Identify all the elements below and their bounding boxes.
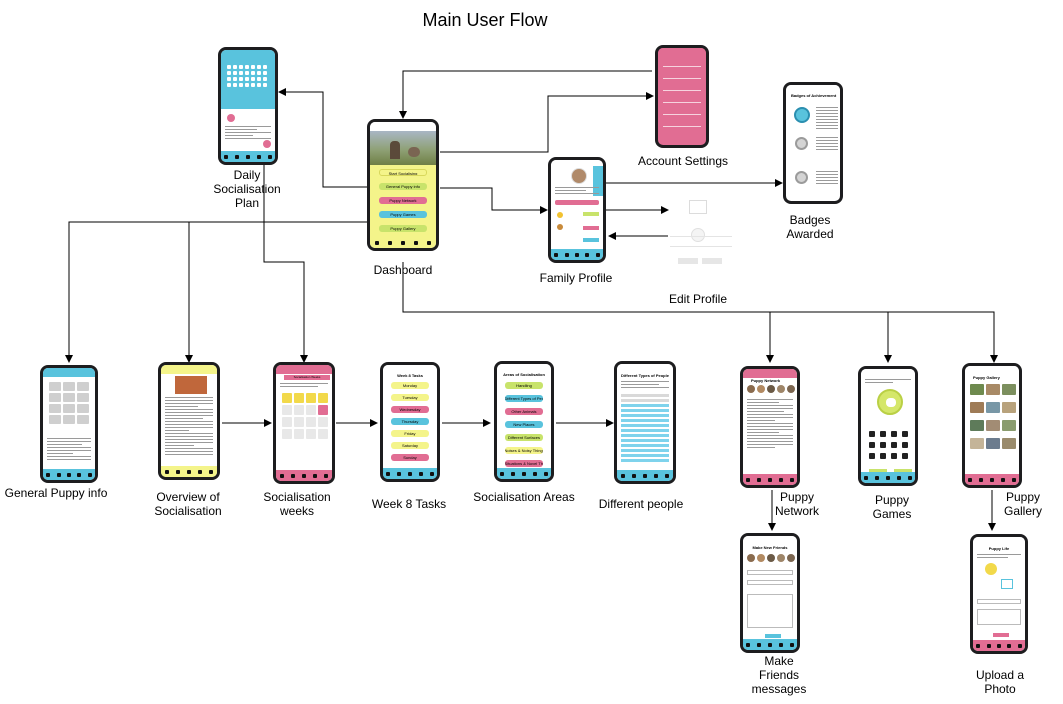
network-heading: Puppy Network (751, 378, 781, 383)
week8-day[interactable]: Saturday (390, 442, 430, 449)
friends-heading: Make New Friends (752, 545, 788, 550)
daily-plan-screen[interactable] (218, 47, 278, 165)
dashboard-label: Dashboard (373, 263, 433, 277)
week8-heading: Week 8 Tasks (397, 373, 423, 378)
family-profile-screen[interactable] (548, 157, 606, 263)
week8-day[interactable]: Friday (390, 430, 430, 437)
week8-day[interactable]: Sunday (390, 454, 430, 461)
calendar-block (221, 59, 275, 109)
week8-day[interactable]: Monday (390, 382, 430, 389)
family-avatar (571, 168, 587, 184)
upload-photo-label: Upload a Photo (975, 668, 1025, 696)
puppy-network-label: Puppy Network (774, 490, 820, 518)
week8-tasks-label: Week 8 Tasks (371, 497, 447, 511)
area-item[interactable]: Situations & Novel Things (504, 460, 544, 467)
puppy-gallery-screen[interactable]: Puppy Gallery (962, 363, 1022, 488)
socialisation-areas-label: Socialisation Areas (473, 490, 575, 504)
family-profile-label: Family Profile (539, 271, 613, 285)
dog-icon (877, 389, 903, 415)
badge-silver-icon (795, 171, 808, 184)
edit-profile-label: Edit Profile (668, 292, 728, 306)
arrow-dashboard-to-gallery (770, 311, 998, 363)
badge-gold-icon (794, 107, 810, 123)
week8-day[interactable]: Tuesday (390, 394, 430, 401)
week8-day[interactable]: Wednesday (390, 406, 430, 413)
make-friends-screen[interactable]: Make New Friends (740, 533, 800, 653)
area-item[interactable]: Different Surfaces (504, 434, 544, 441)
general-puppy-info-screen[interactable] (40, 365, 98, 483)
badges-heading: Badges of Achievement (791, 93, 837, 98)
area-item[interactable]: Other Animals (504, 408, 544, 415)
socialisation-areas-screen[interactable]: Areas of Socialisation Handling Differen… (494, 361, 554, 482)
daily-plan-label: Daily Socialisation Plan (213, 168, 281, 210)
account-settings-label: Account Settings (637, 154, 729, 168)
area-item[interactable]: Noises & Noisy Things (504, 447, 544, 454)
make-friends-label: Make Friends messages (751, 654, 807, 696)
overview-label: Overview of Socialisation (154, 490, 222, 518)
badges-label: Badges Awarded (786, 213, 834, 241)
gallery-heading: Puppy Gallery (973, 375, 1000, 380)
image-placeholder-icon (689, 200, 707, 214)
image-placeholder-icon (1001, 579, 1013, 589)
overview-screen[interactable] (158, 362, 220, 480)
arrow-dashboard-to-family (440, 187, 548, 214)
people-heading: Different Types of People (621, 373, 669, 378)
different-people-screen[interactable]: Different Types of People (614, 361, 676, 484)
puppy-games-label: Puppy Games (872, 493, 912, 521)
arrow-dashboard-to-account (440, 92, 654, 153)
badge-silver-icon (795, 137, 808, 150)
dashboard-btn-gallery[interactable]: Puppy Gallery (379, 225, 427, 232)
edit-profile-sketch[interactable] (670, 200, 732, 270)
account-settings-screen[interactable] (655, 45, 709, 148)
upload-photo-screen[interactable]: Puppy Life (970, 534, 1028, 654)
weeks-heading: Socialisation Weeks (284, 375, 330, 380)
puppy-games-screen[interactable] (858, 366, 918, 486)
dashboard-btn-info[interactable]: General Puppy info (379, 183, 427, 190)
arrow-dashboard-to-general (65, 221, 369, 363)
upload-badge-icon (985, 563, 997, 575)
arrow-account-to-dashboard (399, 70, 652, 119)
arrow-daily-to-weeks (263, 165, 308, 363)
week8-tasks-screen[interactable]: Week 8 Tasks Monday Tuesday Wednesday Th… (380, 362, 440, 482)
area-item[interactable]: New Places (504, 421, 544, 428)
overview-photo (175, 376, 207, 394)
dashboard-photo (370, 131, 436, 165)
puppy-gallery-label: Puppy Gallery (1003, 490, 1043, 518)
areas-heading: Areas of Socialisation (503, 372, 545, 377)
dashboard-screen[interactable]: Start Socialising General Puppy info Pup… (367, 119, 439, 251)
socialisation-weeks-label: Socialisation weeks (263, 490, 331, 518)
arrow-dashboard-to-network (402, 262, 774, 363)
area-item[interactable]: Different Types of People (504, 395, 544, 402)
arrow-dashboard-to-daily (278, 88, 369, 188)
puppy-network-screen[interactable]: Puppy Network (740, 366, 800, 488)
dashboard-btn-network[interactable]: Puppy Network (379, 197, 427, 204)
diagram-title: Main User Flow (422, 10, 548, 30)
badges-screen[interactable]: Badges of Achievement (783, 82, 843, 204)
area-item[interactable]: Handling (504, 382, 544, 389)
dashboard-btn-start[interactable]: Start Socialising (379, 169, 427, 176)
general-puppy-info-label: General Puppy info (4, 486, 108, 500)
dashboard-btn-games[interactable]: Puppy Games (379, 211, 427, 218)
upload-heading: Puppy Life (988, 546, 1010, 551)
different-people-label: Different people (598, 497, 684, 511)
dashboard-menu: Start Socialising General Puppy info Pup… (370, 165, 436, 238)
socialisation-weeks-screen[interactable]: Socialisation Weeks (273, 362, 335, 484)
avatar-placeholder-icon (691, 228, 705, 242)
week8-day[interactable]: Thursday (390, 418, 430, 425)
